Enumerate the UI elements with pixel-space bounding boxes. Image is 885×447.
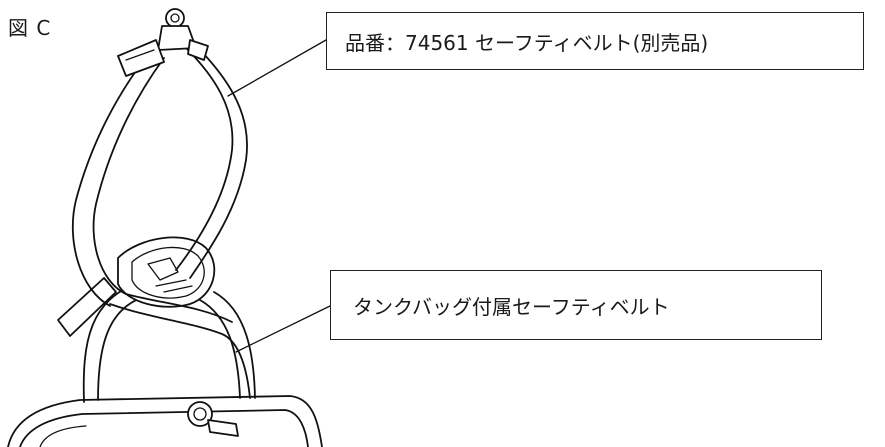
snap-hook-clip (117, 8, 209, 77)
figure-label: 図 C (8, 16, 52, 40)
tank-bag (7, 395, 323, 447)
center-buckle (117, 236, 216, 308)
callout-attached-belt: タンクバッグ付属セーフティベルト (330, 270, 822, 340)
side-tab (57, 277, 117, 337)
callout-accessory-belt-text: 品番：74561 セーフティベルト(別売品) (345, 30, 709, 55)
leader-line-top (227, 39, 327, 97)
callout-accessory-belt: 品番：74561 セーフティベルト(別売品) (326, 12, 864, 70)
accessory-safety-belt (71, 47, 251, 399)
callout-attached-belt-text: タンクバッグ付属セーフティベルト (353, 294, 670, 319)
zipper-ring (187, 401, 239, 437)
leader-line-bottom (235, 305, 331, 353)
